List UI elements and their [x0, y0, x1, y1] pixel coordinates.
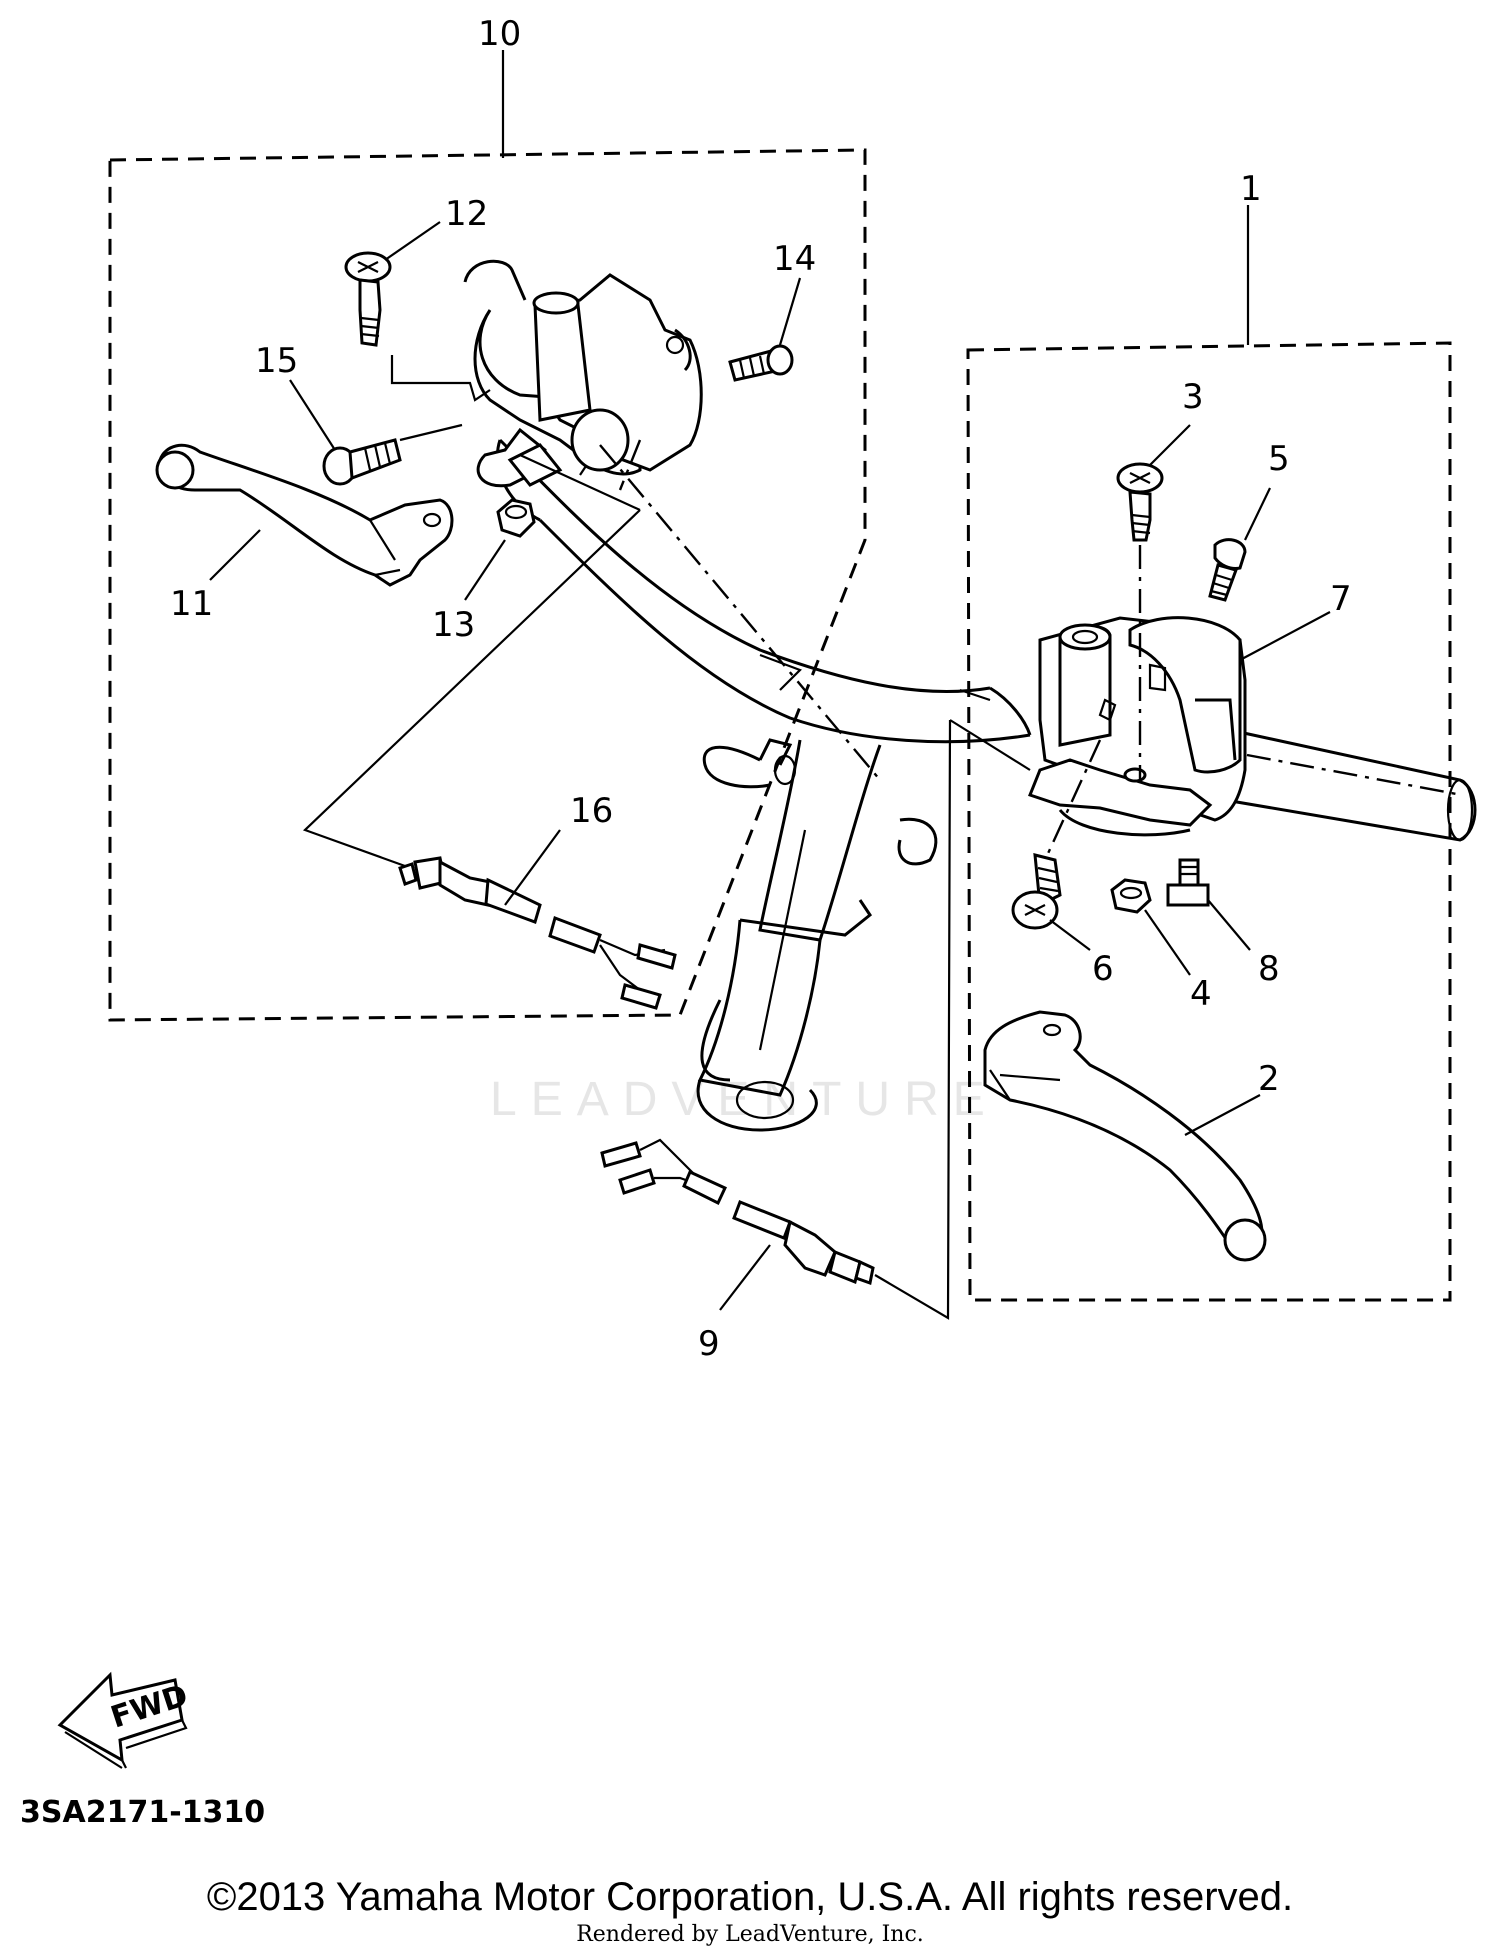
screw-5	[1208, 538, 1247, 602]
leader-15	[289, 379, 336, 451]
callout-13: 13	[432, 605, 475, 645]
callout-10: 10	[478, 14, 521, 54]
fwd-arrow-icon: FWD	[57, 1671, 192, 1769]
callout-11: 11	[170, 584, 213, 624]
reference-line-15	[399, 423, 463, 442]
screw-14	[728, 344, 794, 382]
leader-6	[1049, 919, 1091, 951]
leader-13	[464, 539, 506, 601]
leader-16	[504, 829, 561, 906]
rendered-by-notice: Rendered by LeadVenture, Inc.	[576, 1922, 924, 1947]
assembly-box-10	[108, 148, 867, 1022]
callout-9: 9	[698, 1324, 720, 1364]
diagram-code: 3SA2171-1310	[20, 1795, 265, 1830]
callout-15: 15	[255, 341, 298, 381]
watermark-text: LEADVENTURE	[490, 1073, 999, 1126]
reference-line-9b	[949, 719, 1031, 771]
callout-16: 16	[570, 791, 613, 831]
screw-15	[322, 438, 402, 486]
callout-6: 6	[1092, 949, 1114, 989]
right-master-cylinder	[1028, 616, 1247, 837]
alignment-line-e	[1043, 739, 1102, 861]
callout-5: 5	[1268, 439, 1290, 479]
left-master-cylinder	[473, 273, 703, 488]
reference-line-16	[302, 509, 641, 868]
switch-16	[398, 856, 677, 1010]
alignment-line-c	[1246, 753, 1463, 797]
callout-12: 12	[445, 194, 488, 234]
callout-1: 1	[1240, 169, 1262, 209]
lever-11	[155, 443, 454, 587]
leader-14	[778, 277, 802, 346]
callout-4: 4	[1190, 974, 1212, 1014]
screw-6	[1011, 853, 1062, 930]
reference-line-16b	[519, 454, 641, 511]
callout-2: 2	[1258, 1059, 1280, 1099]
leader-8	[1207, 899, 1251, 951]
switch-9	[600, 1138, 875, 1285]
callout-3: 3	[1182, 377, 1204, 417]
bolt-8	[1166, 858, 1210, 907]
alignment-line-a	[599, 444, 881, 781]
nut-13	[496, 498, 536, 538]
leader-3	[1149, 424, 1191, 466]
nut-4	[1110, 878, 1152, 914]
leader-9	[719, 1244, 771, 1311]
screw-12	[344, 251, 392, 347]
callout-7: 7	[1330, 579, 1352, 619]
screw-3	[1116, 462, 1164, 542]
alignment-line-b	[618, 439, 642, 491]
leader-4	[1144, 909, 1191, 976]
handlebar	[463, 259, 1477, 842]
leader-12	[384, 221, 441, 261]
leader-5	[1244, 487, 1271, 541]
assembly-box-1	[966, 341, 1452, 1302]
callout-14: 14	[773, 239, 816, 279]
reference-line-12	[390, 355, 491, 402]
leader-7	[1239, 611, 1331, 661]
leader-11	[209, 529, 261, 581]
copyright-notice: ©2013 Yamaha Motor Corporation, U.S.A. A…	[206, 1875, 1294, 1919]
reference-line-9	[874, 719, 952, 1320]
lever-2	[983, 1010, 1267, 1262]
callout-8: 8	[1258, 949, 1280, 989]
fork-stem	[696, 738, 938, 1132]
leader-2	[1184, 1094, 1261, 1136]
